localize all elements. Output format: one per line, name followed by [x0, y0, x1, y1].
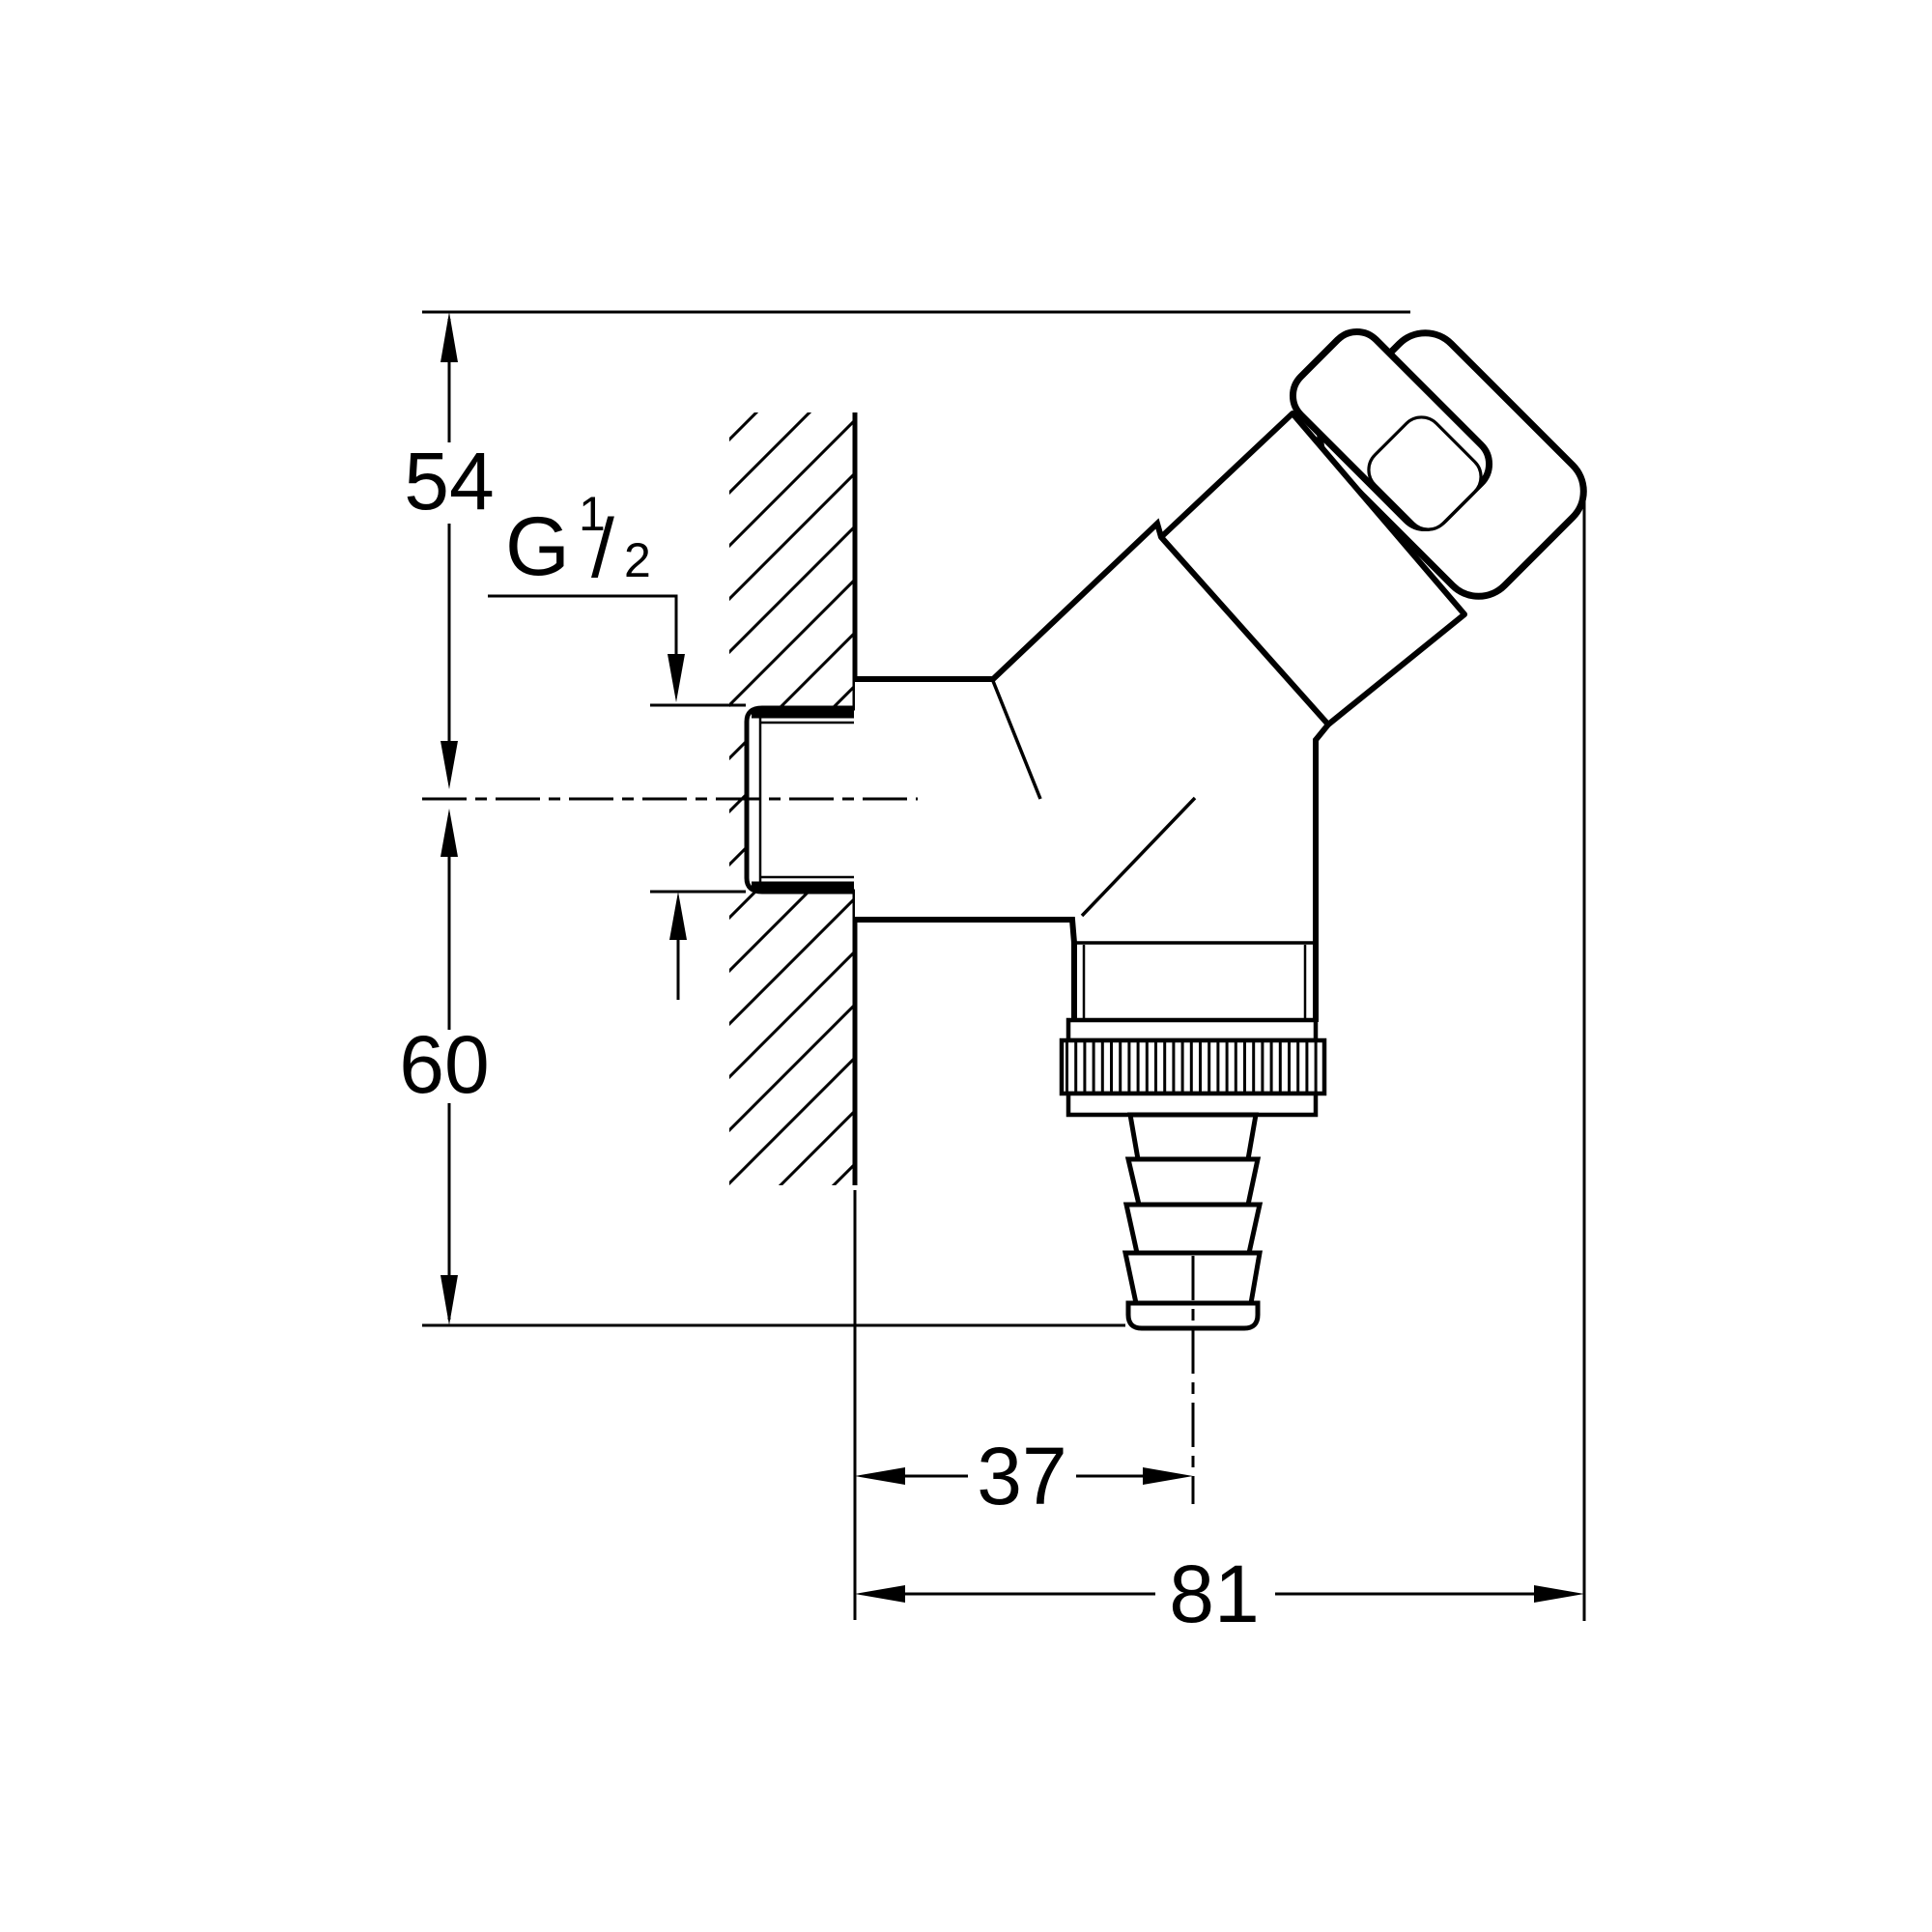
thread-arrow-down	[668, 654, 685, 702]
union-nut	[1059, 1017, 1327, 1118]
thread-arrow-up	[669, 892, 687, 940]
thread-label-g: G	[505, 500, 570, 593]
bonnet	[1158, 411, 1467, 727]
handle-grip	[1367, 415, 1483, 531]
valve-body	[855, 518, 1331, 1022]
dim-54: 54	[404, 310, 1410, 789]
dim-37-label: 37	[977, 1431, 1066, 1521]
nut-upper-flange	[1065, 1017, 1319, 1043]
thread-label-denominator: 2	[624, 533, 651, 587]
body-upper-outline	[855, 518, 1164, 682]
dim54-arrow-bottom	[440, 741, 458, 789]
dim37-arrow-left	[855, 1467, 905, 1485]
thread-label-numerator: 1	[579, 487, 606, 541]
dim37-arrow-right	[1143, 1467, 1193, 1485]
barb-neck	[1127, 1112, 1259, 1162]
body-edge-line-lower	[1080, 796, 1197, 918]
barb-ridge-1	[1124, 1156, 1262, 1208]
dim54-arrow-top	[440, 312, 458, 362]
body-right-edge	[1313, 723, 1331, 1022]
dim-60-label: 60	[399, 1019, 489, 1110]
centerlines	[422, 797, 1195, 1504]
dim-54-label: 54	[404, 436, 494, 526]
thread-label-slash: /	[591, 502, 614, 595]
thread-callout: G 1 / 2	[488, 487, 746, 1000]
dim-81-label: 81	[1169, 1548, 1259, 1639]
body-edge-line-upper	[991, 680, 1042, 800]
dim81-arrow-right	[1534, 1585, 1584, 1603]
nut-lower-flange	[1065, 1091, 1319, 1118]
dim-81: 81	[855, 498, 1586, 1639]
body-bottom-edge	[855, 917, 1077, 1022]
thread-leader-line	[488, 594, 678, 659]
dim60-arrow-top	[440, 809, 458, 857]
body-fill	[855, 524, 1328, 1022]
dim-37: 37	[853, 1190, 1193, 1620]
dim60-arrow-bottom	[440, 1275, 458, 1325]
handle-cap	[1289, 327, 1587, 600]
dim-60: 60	[399, 809, 1125, 1327]
dim81-arrow-left	[855, 1585, 905, 1603]
barb-ridge-2	[1122, 1202, 1264, 1256]
